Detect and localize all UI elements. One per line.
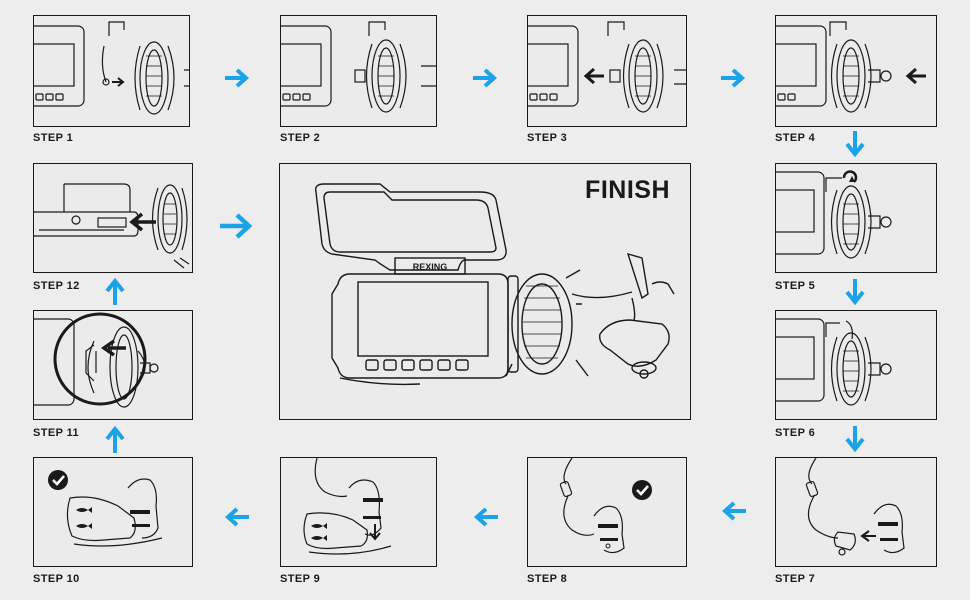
fish-icon — [311, 523, 327, 529]
step-8-panel — [527, 457, 687, 567]
step-12-illustration — [34, 183, 190, 269]
brand-label: REXING — [413, 262, 448, 272]
step-4-illustration — [776, 21, 926, 113]
step-1-label: STEP 1 — [33, 132, 74, 144]
fish-icon — [76, 523, 92, 529]
step-6-label: STEP 6 — [775, 427, 816, 439]
step-5-panel — [775, 163, 937, 273]
fish-icon — [311, 535, 327, 541]
checkmark-icon — [632, 480, 652, 500]
step-8-label: STEP 8 — [527, 573, 568, 585]
step-8-illustration — [559, 458, 652, 554]
step-flow-arrow-icon — [845, 279, 865, 306]
step-2-illustration — [281, 21, 436, 113]
step-9-panel — [280, 457, 437, 567]
step-9-label: STEP 9 — [280, 573, 321, 585]
step-12-label: STEP 12 — [33, 280, 80, 292]
step-5-label: STEP 5 — [775, 280, 816, 292]
step-11-label: STEP 11 — [33, 427, 80, 439]
step-flow-arrow-icon — [224, 507, 249, 527]
step-1-illustration — [34, 21, 189, 115]
step-10-label: STEP 10 — [33, 573, 80, 585]
step-4-label: STEP 4 — [775, 132, 816, 144]
step-10-illustration — [48, 470, 163, 547]
step-flow-arrow-icon — [225, 68, 250, 88]
step-flow-arrow-icon — [105, 426, 125, 453]
step-flow-arrow-icon — [845, 131, 865, 158]
fish-icon — [76, 507, 92, 513]
step-1-panel — [33, 15, 190, 127]
finish-title: FINISH — [585, 176, 670, 204]
step-flow-arrow-icon — [105, 278, 125, 305]
step-2-panel — [280, 15, 437, 127]
step-flow-arrow-icon — [845, 426, 865, 453]
finish-illustration: REXING — [314, 183, 675, 386]
step-flow-arrow-icon — [220, 213, 253, 239]
step-9-illustration — [303, 458, 392, 555]
step-5-illustration — [776, 170, 892, 259]
step-3-illustration — [528, 21, 686, 113]
step-6-illustration — [776, 318, 892, 406]
step-3-label: STEP 3 — [527, 132, 568, 144]
step-6-panel — [775, 310, 937, 420]
step-3-panel — [527, 15, 687, 127]
step-4-panel — [775, 15, 937, 127]
step-11-panel — [33, 310, 193, 420]
step-flow-arrow-icon — [473, 68, 498, 88]
step-11-illustration — [34, 312, 159, 408]
checkmark-icon — [48, 470, 68, 490]
step-7-panel — [775, 457, 937, 567]
step-flow-arrow-icon — [721, 501, 746, 521]
step-7-label: STEP 7 — [775, 573, 816, 585]
step-flow-arrow-icon — [473, 507, 498, 527]
step-10-panel — [33, 457, 193, 567]
finish-panel: REXING FINISH — [279, 163, 691, 420]
step-2-label: STEP 2 — [280, 132, 321, 144]
step-7-illustration — [805, 458, 905, 556]
step-12-panel — [33, 163, 193, 273]
step-flow-arrow-icon — [721, 68, 746, 88]
